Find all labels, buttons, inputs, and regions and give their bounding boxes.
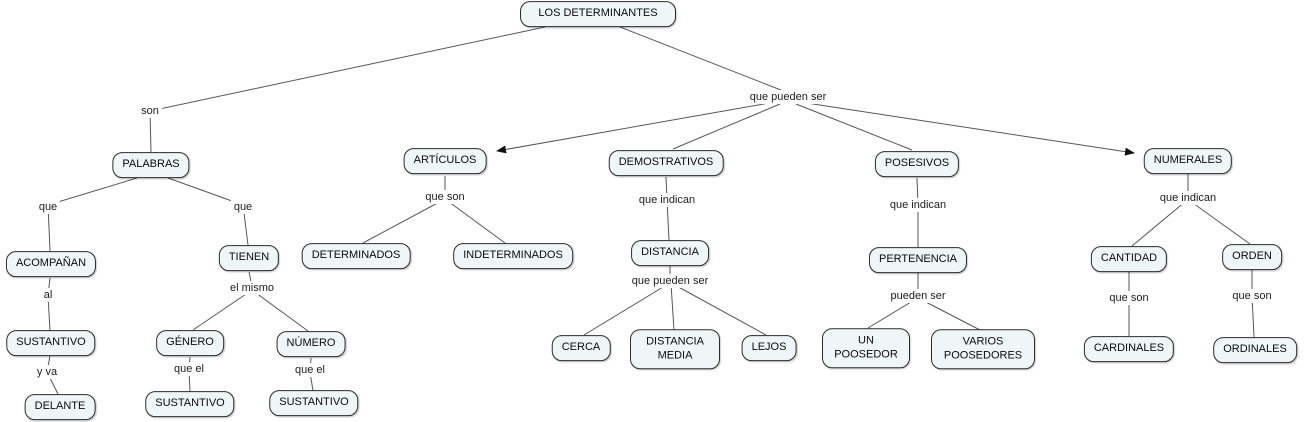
link-label-que-son-a: que son [422, 190, 468, 204]
link-label-que-son-c: que son [1229, 289, 1275, 303]
node-un-poosedor[interactable]: UN POOSEDOR [822, 328, 910, 368]
link-label-que-b: que [230, 200, 256, 214]
link-label-que-pueden-ser: que pueden ser [746, 90, 830, 104]
node-lejos[interactable]: LEJOS [741, 335, 797, 361]
node-cerca[interactable]: CERCA [551, 335, 611, 361]
edge-to-posesivos [795, 103, 913, 151]
edge-label-lejos [672, 283, 767, 336]
link-label-que-el-a: que el [171, 362, 207, 376]
node-tienen[interactable]: TIENEN [218, 245, 280, 271]
link-label-pueden-ser: pueden ser [887, 289, 949, 303]
edge-queindican-cantidad [1131, 200, 1187, 247]
link-label-que-indican-b: que indican [886, 198, 950, 212]
link-label-que-pueden-ser-b: que pueden ser [628, 274, 712, 288]
node-cardinales[interactable]: CARDINALES [1083, 336, 1175, 362]
edge-to-numerales [799, 101, 1135, 156]
node-indeterminados[interactable]: INDETERMINADOS [453, 243, 573, 269]
node-delante[interactable]: DELANTE [24, 394, 96, 420]
link-label-que-indican-c: que indican [1156, 191, 1220, 205]
edge-to-demostrativos [672, 103, 781, 150]
node-los-determinantes[interactable]: LOS DETERMINANTES [520, 1, 676, 27]
edge-queson-determinados [362, 198, 446, 244]
link-label-que-a: que [35, 200, 61, 214]
edge-root-quepuedenser [619, 26, 787, 93]
node-palabras[interactable]: PALABRAS [112, 152, 190, 178]
link-label-que-son-b: que son [1106, 291, 1152, 305]
edge-label-cerca [583, 283, 669, 336]
node-orden[interactable]: ORDEN [1222, 244, 1282, 270]
node-numero[interactable]: NÚMERO [276, 331, 346, 357]
edge-acompanan-sustantivo [47, 277, 51, 332]
link-label-que-el-b: que el [292, 363, 328, 377]
node-distancia-media[interactable]: DISTANCIA MEDIA [630, 329, 720, 369]
node-genero[interactable]: GÉNERO [156, 330, 224, 356]
node-numerales[interactable]: NUMERALES [1143, 148, 1233, 174]
node-sustantivo-c[interactable]: SUSTANTIVO [269, 390, 359, 416]
node-cantidad[interactable]: CANTIDAD [1090, 246, 1168, 272]
node-articulos[interactable]: ARTÍCULOS [403, 148, 487, 174]
edge-orden-ordinales [1251, 270, 1255, 338]
link-label-al: al [40, 288, 56, 302]
edge-elmismo-genero [192, 289, 253, 331]
edge-root-palabras [149, 26, 546, 153]
edge-elmismo-numero [251, 289, 309, 332]
edge-to-articulos [496, 101, 776, 154]
edge-demostrativos-distancia [665, 176, 670, 241]
node-acompanan[interactable]: ACOMPAÑAN [5, 251, 97, 277]
edge-label-unposeedor [867, 298, 917, 329]
node-posesivos[interactable]: POSESIVOS [874, 151, 960, 177]
node-ordinales[interactable]: ORDINALES [1213, 337, 1297, 363]
edge-label-distanciamedia [670, 283, 675, 331]
node-sustantivo-a[interactable]: SUSTANTIVO [6, 330, 96, 356]
edge-queindican-orden [1189, 200, 1251, 245]
edge-posesivos-pertenencia [916, 177, 919, 247]
link-label-el-mismo: el mismo [226, 281, 278, 295]
node-sustantivo-b[interactable]: SUSTANTIVO [145, 391, 235, 417]
link-label-y-va: y va [33, 365, 61, 379]
link-label-que-indican-a: que indican [635, 193, 699, 207]
edge-queson-indeterminados [444, 198, 506, 244]
node-determinados[interactable]: DETERMINADOS [301, 243, 411, 269]
edge-label-variosposeedores [919, 298, 981, 331]
node-varios-poosedores[interactable]: VARIOS POOSEDORES [931, 329, 1035, 369]
edge-palabras-acompanan [47, 177, 138, 252]
node-distancia[interactable]: DISTANCIA [631, 240, 709, 266]
link-label-son: son [138, 104, 162, 118]
node-pertenencia[interactable]: PERTENENCIA [868, 247, 968, 273]
node-demostrativos[interactable]: DEMOSTRATIVOS [608, 150, 724, 176]
